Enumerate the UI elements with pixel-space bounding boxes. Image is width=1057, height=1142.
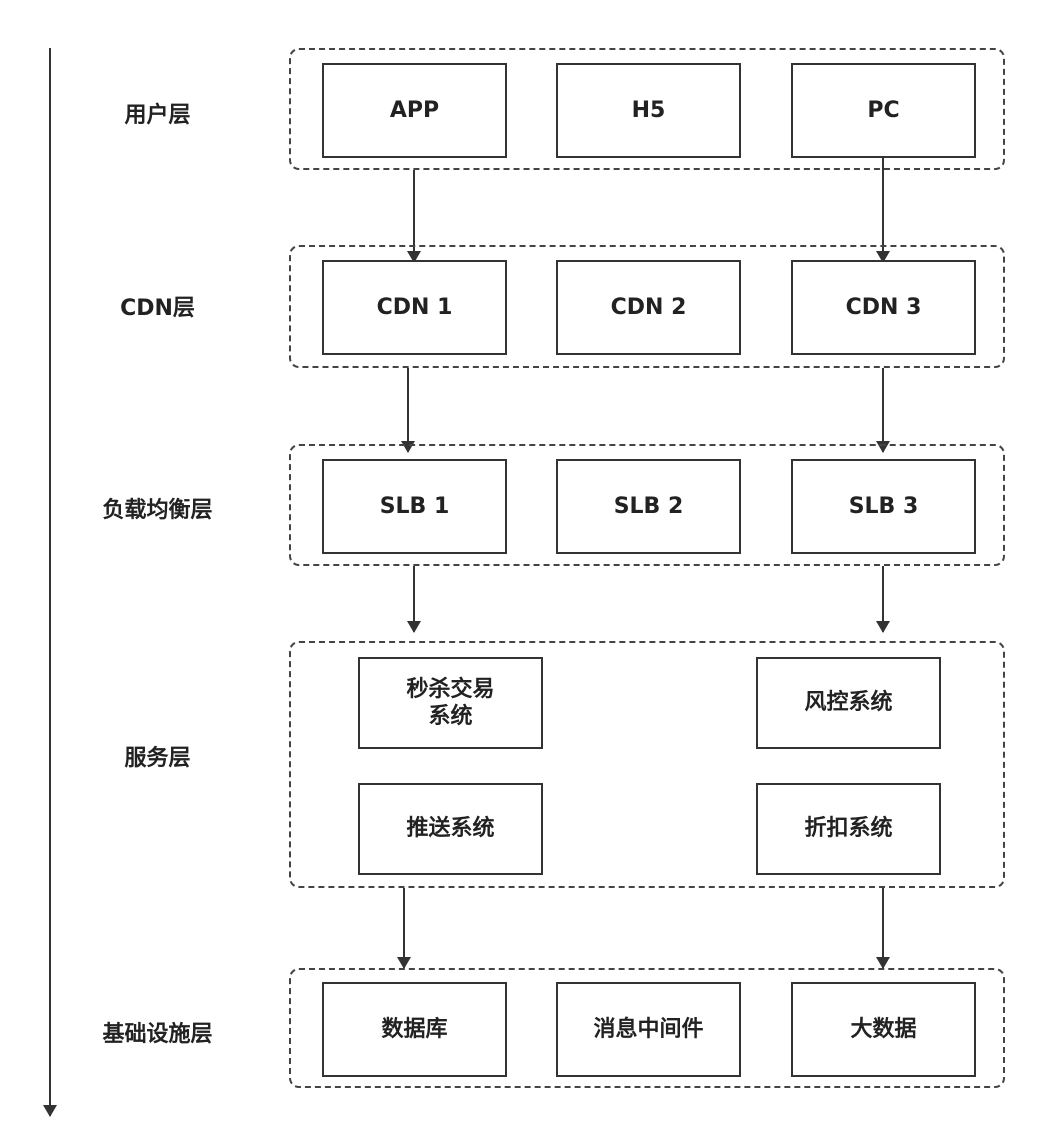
layer-label-slb: 负载均衡层 [102, 498, 213, 523]
node-big-data: 大数据 [791, 982, 976, 1077]
node-discount-system: 折扣系统 [756, 783, 941, 875]
node-slb-1: SLB 1 [322, 459, 507, 554]
node-database: 数据库 [322, 982, 507, 1077]
node-seckill-system: 秒杀交易 系统 [358, 657, 543, 749]
node-app: APP [322, 63, 507, 158]
group-user [289, 48, 1005, 170]
group-service [289, 641, 1005, 888]
node-slb-2: SLB 2 [556, 459, 741, 554]
node-message-middleware: 消息中间件 [556, 982, 741, 1077]
layer-label-user: 用户层 [124, 103, 191, 128]
node-h5: H5 [556, 63, 741, 158]
node-slb-3: SLB 3 [791, 459, 976, 554]
layer-label-infra: 基础设施层 [102, 1022, 213, 1047]
node-pc: PC [791, 63, 976, 158]
layer-label-service: 服务层 [124, 746, 191, 771]
node-push-system: 推送系统 [358, 783, 543, 875]
node-risk-control-system: 风控系统 [756, 657, 941, 749]
group-cdn [289, 245, 1005, 368]
group-infra [289, 968, 1005, 1088]
node-cdn-3: CDN 3 [791, 260, 976, 355]
node-cdn-1: CDN 1 [322, 260, 507, 355]
group-slb [289, 444, 1005, 566]
node-cdn-2: CDN 2 [556, 260, 741, 355]
layer-label-cdn: CDN层 [120, 296, 195, 321]
